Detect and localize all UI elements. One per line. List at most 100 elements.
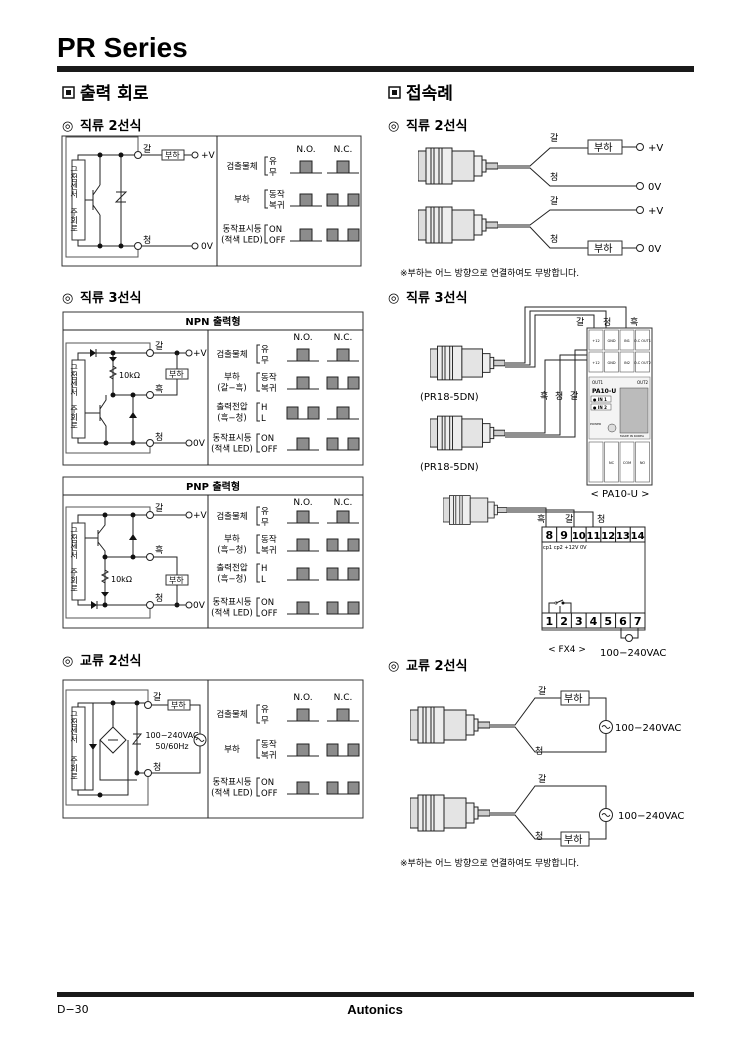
circle-bullet-icon: ◎ — [388, 291, 399, 306]
wire-brown-label: 갈 — [576, 317, 584, 328]
pulse-waveform — [287, 567, 319, 581]
bracket-icon — [256, 506, 260, 526]
state-low-label: OFF — [269, 236, 286, 246]
state-high-label: 동작 — [261, 739, 277, 750]
ac2-circuit-panel: 근접센서 주회로 갈 청 부하 100−240VAC 50/60Hz — [62, 679, 364, 819]
pa10-terminal-label: GND — [607, 339, 615, 343]
state-high-label: ON — [261, 598, 274, 608]
wire-brown-label: 갈 — [153, 692, 161, 703]
state-low-label: OFF — [261, 445, 278, 455]
load-label: 부하 — [169, 575, 184, 585]
wire-blue-label: 청 — [550, 172, 558, 183]
pulse-waveform — [287, 376, 319, 390]
resistor-label: 10kΩ — [119, 371, 140, 380]
sensor-block-label-2: 주회로 — [70, 405, 79, 429]
pulse-waveform — [290, 193, 322, 207]
bracket-icon — [264, 224, 268, 244]
pa10-terminal — [619, 441, 635, 483]
wire-brown-label: 갈 — [143, 144, 151, 155]
plus-v-label: +V — [648, 143, 663, 154]
nc-header: N.C. — [334, 693, 353, 703]
no-header: N.O. — [296, 145, 315, 155]
plus-v-label: +V — [193, 511, 208, 521]
pulse-waveform — [287, 538, 319, 552]
timing-row-label: (적색 LED) — [211, 608, 253, 619]
state-low-label: 복귀 — [261, 750, 277, 761]
output-circuit-heading: 출력 회로 — [80, 84, 149, 104]
inverted-waveform — [286, 406, 320, 420]
wire-black-label: 흑 — [155, 383, 163, 395]
sensor-model-label: (PR18-5DN) — [420, 392, 479, 403]
pulse-waveform — [287, 743, 319, 757]
pa10-out1: OUT1 — [592, 380, 604, 385]
dc2-circuit-panel: 근접센서 주회로 갈 청 부하 +V 0V — [61, 135, 362, 267]
fx4-terminal-label: 14 — [631, 531, 645, 542]
timing-row-label: 부하 — [224, 372, 240, 383]
inverted-waveform — [326, 437, 360, 451]
conn-dc3-heading: 직류 3선식 — [406, 290, 467, 306]
timing-row-label: 부하 — [224, 744, 240, 755]
timing-row-label: 검출물체 — [216, 349, 247, 360]
wire-brown-label: 갈 — [565, 514, 573, 525]
bracket-icon — [264, 156, 268, 176]
fx4-terminal-label: 9 — [560, 529, 568, 542]
timing-row-label: 동작표시등 — [212, 597, 251, 608]
pa10-terminal-label: +12 — [592, 361, 599, 365]
conn-note-2: ※부하는 어느 방향으로 연결하여도 무방합니다. — [400, 857, 579, 869]
state-high-label: 유 — [261, 705, 269, 715]
inverted-waveform — [326, 781, 360, 795]
wire-blue-label: 청 — [153, 762, 161, 773]
timing-row-label: 검출물체 — [216, 511, 247, 522]
load-label: 부하 — [169, 369, 184, 379]
fx4-terminal — [629, 526, 646, 543]
state-high-label: 유 — [261, 345, 269, 355]
inverted-waveform — [326, 228, 360, 242]
pnp-circuit-panel: PNP 출력형 근접센서 주회로 10kΩ 갈 흑 청 +V 부하 0V — [62, 476, 364, 629]
timing-row-label: 검출물체 — [226, 161, 257, 172]
timing-row-label: (적색 LED) — [211, 444, 253, 455]
pa10-terminal-label: COM — [623, 461, 631, 465]
no-header: N.O. — [293, 498, 312, 508]
conn-dc2-heading: 직류 2선식 — [406, 118, 467, 134]
sensor-block-label: 근접센서 — [70, 364, 79, 397]
wire-blue-label: 청 — [535, 831, 543, 842]
wire-brown-label: 갈 — [538, 686, 546, 697]
fx4-terminal-label: 2 — [560, 615, 568, 628]
pa10-terminal — [619, 351, 635, 373]
state-high-label: H — [261, 564, 267, 574]
inverted-waveform — [326, 193, 360, 207]
nc-header: N.C. — [334, 145, 353, 155]
inverted-waveform — [326, 567, 360, 581]
pa10-terminal-label: NC — [609, 461, 615, 465]
wire-blue-label: 청 — [550, 234, 558, 245]
ac-supply-label: 100−240VAC — [615, 723, 681, 734]
sensor-block-label: 근접센서 — [70, 527, 79, 560]
state-low-label: OFF — [261, 789, 278, 799]
wire-black-label: 흑 — [540, 390, 548, 402]
pa10-terminal — [588, 441, 604, 483]
pa10-terminal — [604, 351, 619, 373]
zero-v-label: 0V — [648, 244, 661, 255]
wire-blue-label: 청 — [155, 593, 163, 604]
bracket-icon — [256, 777, 260, 797]
fx4-terminal-label: 1 — [546, 615, 554, 628]
wire-brown-label: 갈 — [155, 503, 163, 514]
bracket-icon — [256, 563, 260, 583]
state-low-label: 무 — [261, 716, 269, 726]
state-high-label: 동작 — [261, 372, 277, 383]
conn-ac2-diagram: 부하 100−240VAC 갈 청 부하 100−240VAC 갈 청 — [410, 686, 684, 847]
bracket-icon — [256, 344, 260, 364]
state-low-label: OFF — [261, 609, 278, 619]
state-low-label: 무 — [261, 518, 269, 528]
bracket-icon — [256, 433, 260, 453]
timing-row-label: (적색 LED) — [211, 788, 253, 799]
timing-row-label: 부하 — [224, 534, 240, 545]
npn-title: NPN 출력형 — [185, 315, 240, 328]
